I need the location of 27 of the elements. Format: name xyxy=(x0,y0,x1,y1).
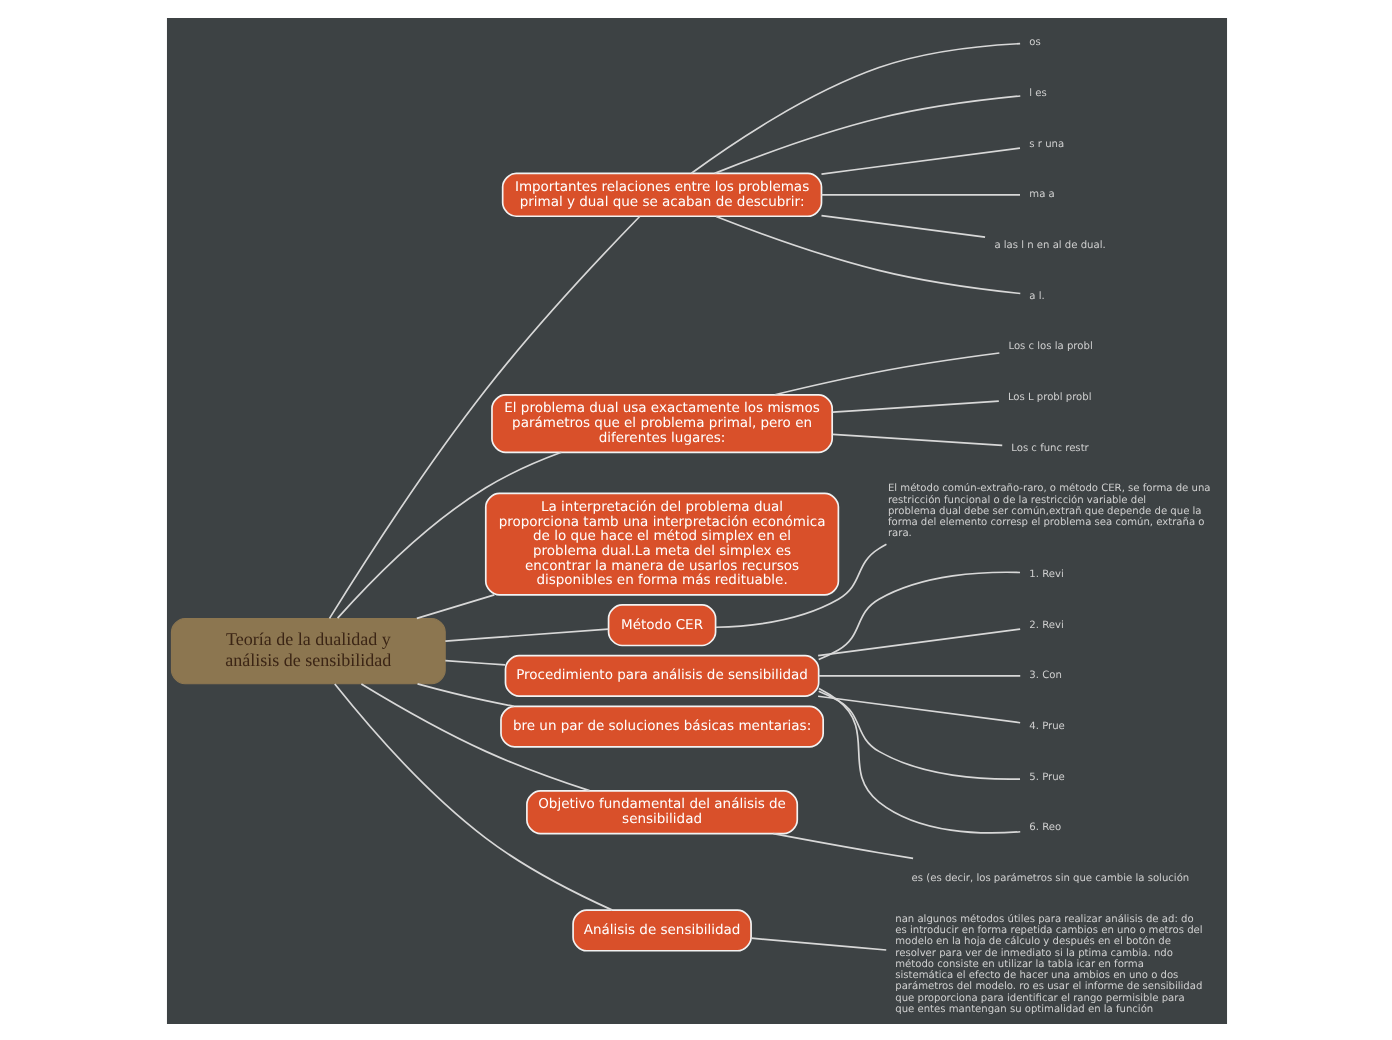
connector xyxy=(714,542,887,628)
connector xyxy=(816,674,1021,676)
connector xyxy=(819,146,1020,174)
connector xyxy=(332,682,613,910)
connector xyxy=(817,686,1021,833)
connector xyxy=(816,694,1020,723)
connector xyxy=(816,627,1020,656)
connector xyxy=(819,213,985,237)
connector xyxy=(415,592,495,619)
connector xyxy=(712,94,1021,174)
connector xyxy=(359,682,590,791)
connector xyxy=(772,351,1000,395)
connector xyxy=(689,41,1020,174)
connector xyxy=(327,214,640,619)
connector xyxy=(335,450,562,618)
connector xyxy=(771,831,913,859)
connector xyxy=(816,689,1020,780)
connector xyxy=(819,193,1020,195)
connector xyxy=(749,936,887,950)
node-box: Teoría de la dualidad y análisis de sensibilidad xyxy=(169,616,445,684)
connector xyxy=(816,570,1020,660)
connector xyxy=(443,627,609,641)
connector xyxy=(443,658,506,665)
connector xyxy=(830,432,1003,446)
connector xyxy=(415,682,514,707)
connector xyxy=(714,214,1021,294)
connector xyxy=(830,399,999,413)
